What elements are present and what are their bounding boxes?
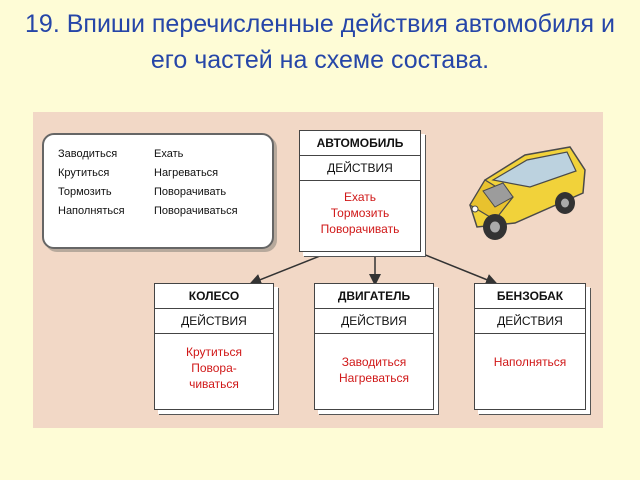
action-text: Заводиться bbox=[341, 355, 407, 369]
action-text: Ехать bbox=[343, 190, 377, 204]
edge-car-wheel bbox=[249, 251, 331, 286]
action-text: чиваться bbox=[189, 377, 239, 391]
word-item: Наполняться bbox=[58, 205, 125, 217]
node-engine: ДВИГАТЕЛЬ ДЕЙСТВИЯ Заводиться Нагреватьс… bbox=[314, 283, 434, 410]
word-item: Поворачивать bbox=[154, 186, 227, 198]
slide-title: 19. Впиши перечисленные действия автомоб… bbox=[25, 10, 615, 74]
node-wheel-title: КОЛЕСО bbox=[155, 284, 273, 309]
node-wheel: КОЛЕСО ДЕЙСТВИЯ Крутиться Повора- чивать… bbox=[154, 283, 274, 410]
word-item: Крутиться bbox=[58, 167, 110, 179]
action-text: Крутиться bbox=[186, 345, 242, 359]
action-text: Повора- bbox=[191, 361, 237, 375]
node-car: АВТОМОБИЛЬ ДЕЙСТВИЯ Ехать Тормозить Пово… bbox=[299, 130, 421, 252]
word-item: Заводиться bbox=[58, 148, 118, 160]
node-car-title: АВТОМОБИЛЬ bbox=[300, 131, 420, 156]
node-tank-title: БЕНЗОБАК bbox=[475, 284, 585, 309]
word-item: Ехать bbox=[154, 148, 184, 160]
word-item: Нагреваться bbox=[154, 167, 219, 179]
action-text: Тормозить bbox=[330, 206, 390, 220]
word-item: Тормозить bbox=[58, 186, 112, 198]
action-text: Поворачивать bbox=[320, 222, 400, 236]
node-wheel-subtitle: ДЕЙСТВИЯ bbox=[155, 309, 273, 334]
word-item: Поворачиваться bbox=[154, 205, 238, 217]
node-engine-subtitle: ДЕЙСТВИЯ bbox=[315, 309, 433, 334]
action-text: Нагреваться bbox=[339, 371, 409, 385]
car-illustration bbox=[469, 146, 586, 240]
node-engine-title: ДВИГАТЕЛЬ bbox=[315, 284, 433, 309]
node-car-subtitle: ДЕЙСТВИЯ bbox=[300, 156, 420, 181]
edge-car-tank bbox=[417, 251, 498, 286]
word-list-box: Заводиться Крутиться Тормозить Наполнять… bbox=[42, 133, 274, 249]
node-tank: БЕНЗОБАК ДЕЙСТВИЯ Наполняться bbox=[474, 283, 586, 410]
node-tank-subtitle: ДЕЙСТВИЯ bbox=[475, 309, 585, 334]
action-text: Наполняться bbox=[493, 355, 567, 369]
